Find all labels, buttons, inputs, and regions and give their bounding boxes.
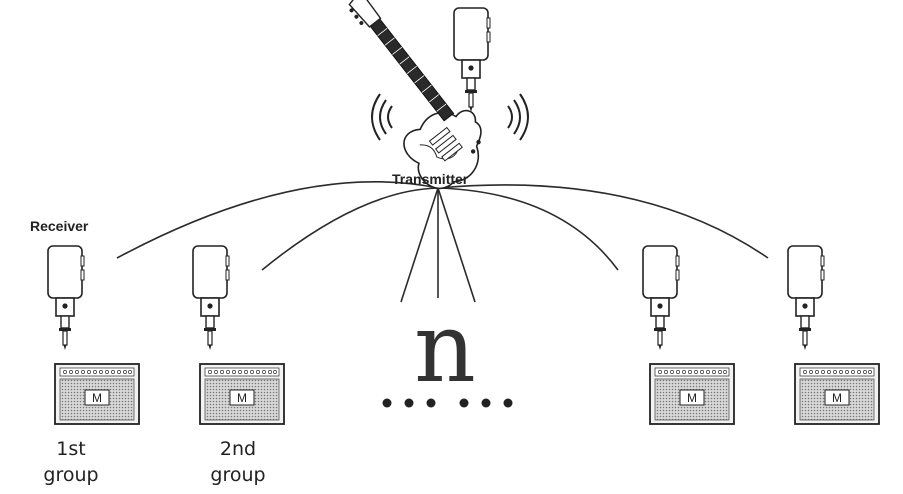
group-label-2-word: group — [210, 464, 266, 486]
amplifier-4: M — [649, 363, 735, 425]
amplifier-5: M — [794, 363, 880, 425]
signal-waves-icon — [371, 93, 529, 141]
transmitter-device-icon — [453, 7, 491, 113]
arc-to-receiver-2 — [261, 187, 439, 271]
guitar-icon — [348, 0, 482, 189]
receiver-device-1 — [47, 245, 85, 351]
group-label-2: 2nd group — [193, 436, 283, 488]
ray-right — [437, 187, 476, 303]
receiver-device-2 — [192, 245, 230, 351]
group-label-1-word: group — [43, 464, 99, 486]
receiver-device-4 — [642, 245, 680, 351]
amplifier-1: M — [54, 363, 140, 425]
receiver-label: Receiver — [30, 218, 89, 234]
signal-arcs — [116, 180, 769, 303]
amp-badge: M — [92, 391, 102, 405]
n-symbol: n — [414, 292, 476, 404]
group-label-2-ordinal: 2nd — [219, 438, 257, 460]
amp-badge: M — [832, 391, 842, 405]
arc-to-receiver-4 — [437, 187, 619, 271]
group-label-1-ordinal: 1st — [56, 438, 86, 460]
arc-to-receiver-1 — [116, 180, 439, 259]
amp-badge: M — [687, 391, 697, 405]
arc-to-receiver-5 — [437, 184, 769, 259]
group-label-1: 1st group — [26, 436, 116, 488]
ray-left — [400, 187, 439, 303]
transmitter-label: Transmitter — [392, 171, 469, 187]
ellipsis-dots — [382, 398, 513, 408]
amplifier-2: M — [199, 363, 285, 425]
amp-badge: M — [237, 391, 247, 405]
receiver-device-5 — [787, 245, 825, 351]
